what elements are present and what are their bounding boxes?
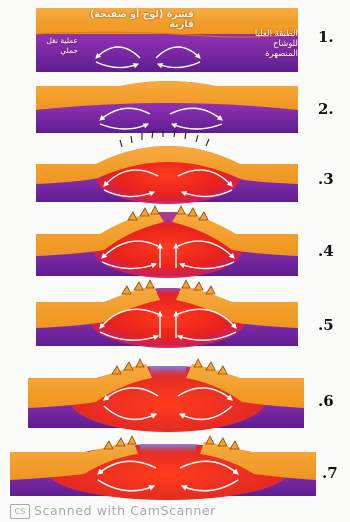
convection-label-line1: عملية نقل: [36, 36, 78, 46]
stage-number-7: .7: [322, 464, 350, 482]
stage-3-panel: [36, 130, 298, 204]
stage-4-panel: [36, 206, 298, 278]
convection-label-line2: حملي: [36, 46, 78, 56]
stage-number-5: .5: [318, 316, 350, 334]
convection-label: عملية نقل حملي: [36, 36, 78, 56]
stage-number-4: .4: [318, 242, 350, 260]
stage-number-6: .6: [318, 392, 350, 410]
stage-number-3: .3: [318, 170, 350, 188]
stage-6-panel: [28, 359, 304, 432]
mantle-label: الطبقة العليا للوشاح المنصهرة: [220, 29, 298, 59]
scanner-watermark: CS Scanned with CamScanner: [0, 500, 350, 522]
mantle-label-line1: الطبقة العليا: [220, 29, 298, 39]
stage-number-2: 2.: [318, 100, 350, 118]
crust-label: قشرة (لوح أو صفيحة) قارية: [84, 10, 194, 30]
mantle-label-line3: المنصهرة: [220, 49, 298, 59]
watermark-text: Scanned with CamScanner: [34, 503, 216, 518]
stage-7-panel: [10, 436, 316, 500]
stage-2-panel: [36, 81, 298, 133]
stage-5-panel: [36, 280, 298, 348]
camscanner-logo-icon: CS: [10, 504, 30, 519]
mantle-label-line2: للوشاح: [220, 39, 298, 49]
rift-diagram: [0, 0, 350, 500]
stage-number-1: 1.: [318, 28, 350, 46]
